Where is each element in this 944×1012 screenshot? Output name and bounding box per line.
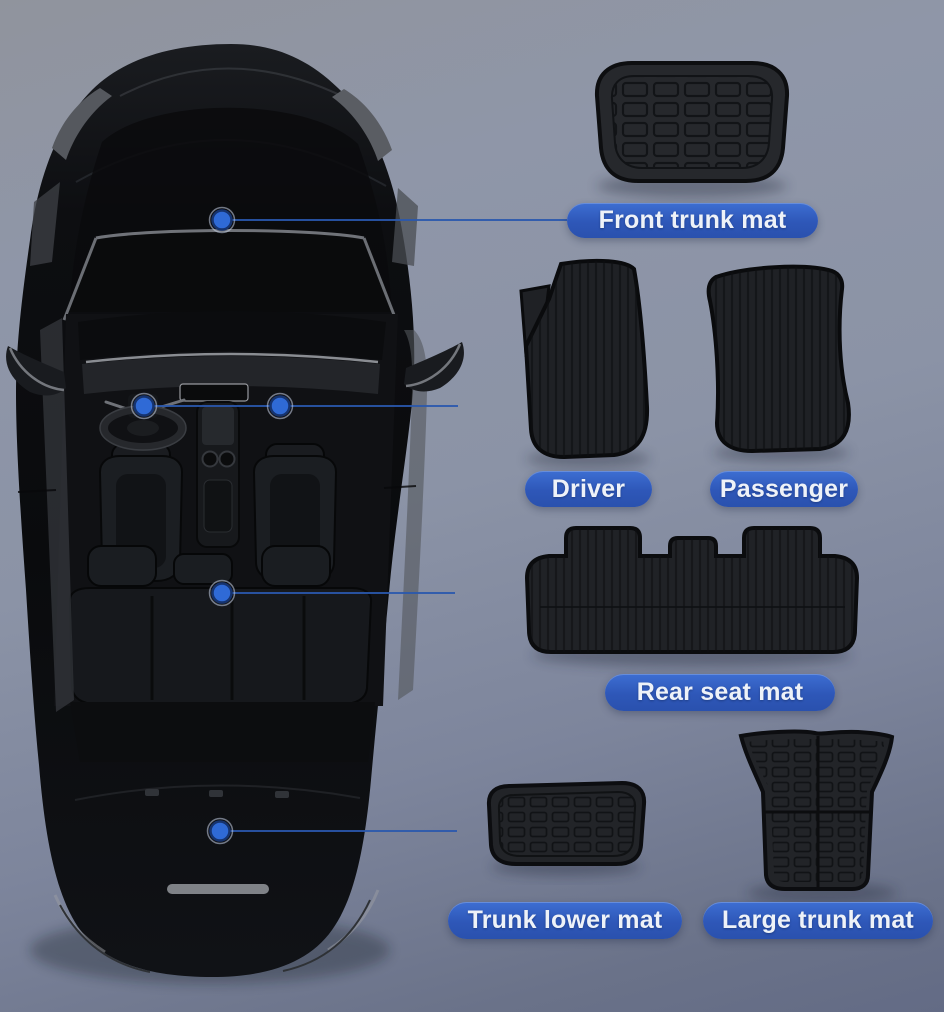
callout-dot-passenger (266, 392, 294, 420)
center-display (179, 383, 249, 402)
passenger-mat-illustration (706, 264, 851, 462)
right-mirror (404, 342, 464, 392)
rear-seats (68, 545, 373, 705)
trunk-trim (167, 884, 269, 894)
front-trunk-mat-illustration (594, 61, 790, 198)
left-headlight (52, 88, 112, 160)
large-trunk-mat-illustration (738, 729, 897, 903)
label-passenger-mat: Passenger (710, 471, 858, 507)
windshield (68, 230, 392, 312)
dashboard-trim (85, 352, 379, 364)
right-headlight (332, 89, 392, 161)
label-front-trunk-mat: Front trunk mat (567, 203, 818, 238)
trunk-lower-mat-illustration (486, 780, 647, 876)
driver-mat-illustration (519, 258, 650, 468)
car-top-view-illustration (6, 44, 464, 984)
label-large-trunk-mat: Large trunk mat (703, 902, 933, 939)
callout-dots (130, 206, 294, 845)
dashboard (82, 356, 380, 394)
callout-dot-front-trunk (208, 206, 236, 234)
label-driver-mat: Driver (525, 471, 652, 507)
rear-seat-mat-illustration (524, 526, 860, 667)
callout-dot-driver (130, 392, 158, 420)
label-rear-seat-mat: Rear seat mat (605, 674, 835, 711)
callout-dot-trunk (206, 817, 234, 845)
label-trunk-lower-mat: Trunk lower mat (448, 902, 682, 939)
left-mirror (6, 346, 66, 396)
callout-dot-rear-seat (208, 579, 236, 607)
